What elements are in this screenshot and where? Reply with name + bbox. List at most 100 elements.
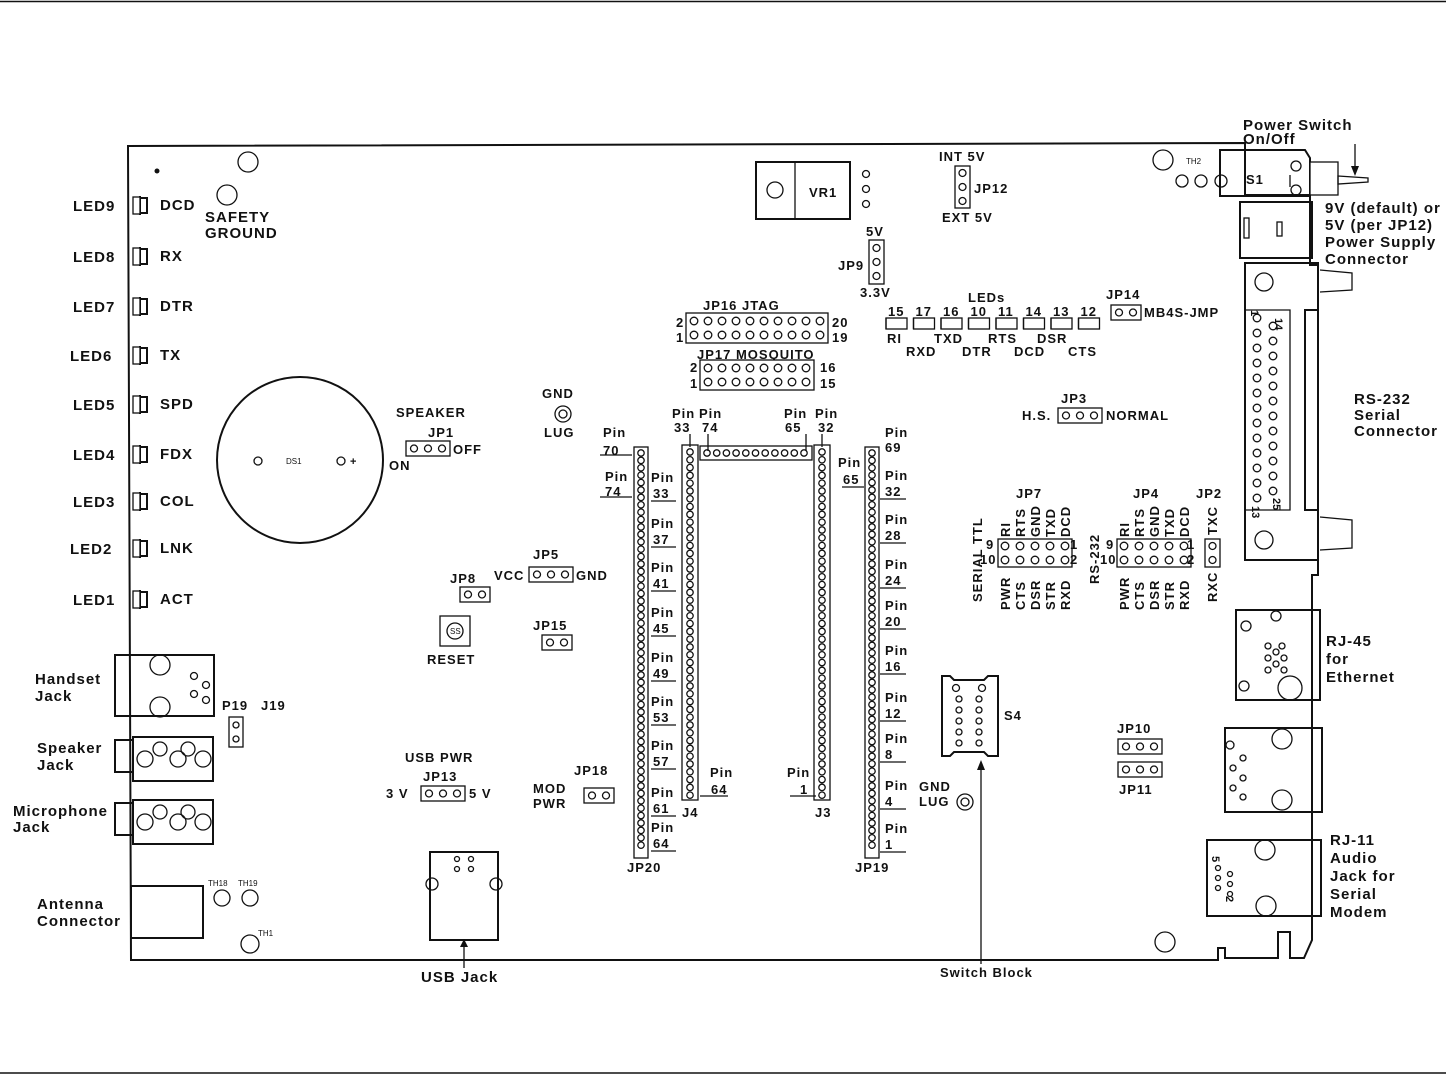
led-signal-label: FDX (160, 446, 193, 463)
signal-label-top: RI (1117, 522, 1132, 537)
header-pin (1164, 541, 1174, 551)
jp7-n10: 10 (980, 552, 996, 567)
jp12-jumper[interactable] (954, 165, 971, 209)
jp11-jumper[interactable] (1117, 761, 1163, 778)
db25-pin (1252, 343, 1262, 353)
antenna-label-1: Antenna (37, 896, 104, 913)
rs232-side-label: RS-232 (1087, 534, 1102, 584)
jp20-pin-number: 57 (653, 754, 669, 769)
header-pin (637, 463, 645, 472)
header-pin (773, 363, 783, 373)
header-pin (686, 557, 694, 566)
header-pin (686, 471, 694, 480)
jp13-jumper[interactable] (420, 785, 466, 802)
p19-label: P19 (222, 698, 248, 713)
header-pin (745, 316, 755, 326)
db25-pin (1252, 448, 1262, 458)
switch-block-s4[interactable] (941, 675, 999, 757)
header-pin (818, 518, 826, 527)
header-pin (637, 611, 645, 620)
jp11-label: JP11 (1119, 782, 1153, 797)
header-pin (1045, 541, 1055, 551)
jp9-jumper[interactable] (868, 239, 885, 285)
pin-label: Pin (651, 650, 674, 665)
header-pin (686, 783, 694, 792)
header-pin (818, 728, 826, 737)
led-number: 15 (888, 304, 904, 319)
led-id-label: LED8 (73, 249, 115, 266)
jp2-txc: TXC (1205, 506, 1220, 535)
reset-button[interactable] (439, 615, 471, 647)
header-pin (686, 689, 694, 698)
jp10-jumper[interactable] (1117, 738, 1163, 755)
jp18-jumper[interactable] (583, 787, 615, 804)
jp3-jumper[interactable] (1057, 407, 1103, 424)
signal-label-top: RI (998, 522, 1013, 537)
header-pin (818, 479, 826, 488)
header-pin (868, 796, 876, 805)
header-pin (703, 363, 713, 373)
header-pin (637, 478, 645, 487)
header-pin (745, 363, 755, 373)
mounting-hole (240, 934, 260, 954)
jp15-jumper[interactable] (541, 634, 573, 651)
power-switch-s1[interactable] (1219, 149, 1369, 197)
usb-pwr-label: USB PWR (405, 750, 473, 765)
header-pin (1045, 555, 1055, 565)
header-pin (637, 471, 645, 480)
header-pin (637, 678, 645, 687)
power-supply-connector (1239, 201, 1313, 259)
jp2-jumper[interactable] (1204, 538, 1221, 568)
header-pin (637, 530, 645, 539)
jp20-pin-number: 45 (653, 621, 669, 636)
header-pin (703, 449, 711, 457)
header-pin (686, 752, 694, 761)
header-pin (686, 494, 694, 503)
jp17-pin1: 1 (690, 376, 698, 391)
header-pin (818, 619, 826, 628)
led-signal-label: ACT (160, 591, 194, 608)
jp20-pin-labels: Pin33Pin37Pin41Pin45Pin49Pin53Pin57Pin61… (600, 454, 676, 852)
gnd-lug-top-label-2: LUG (544, 425, 574, 440)
jp13-label: JP13 (423, 769, 457, 784)
header-pin (818, 526, 826, 534)
header-pin (686, 588, 694, 597)
jp12-label: JP12 (974, 181, 1008, 196)
led-number: 16 (943, 304, 959, 319)
jp5-label: JP5 (533, 547, 559, 562)
header-pin (818, 752, 826, 761)
jp14-jumper[interactable] (1110, 304, 1142, 321)
jp1-jumper[interactable] (405, 440, 451, 457)
gnd-lug-bottom (956, 793, 974, 811)
header-pin (703, 316, 713, 326)
signal-label-bottom: CTS (1013, 581, 1028, 610)
header-pin (637, 523, 645, 531)
header-pin (868, 789, 876, 798)
header-pin (637, 597, 645, 605)
signal-label-top: RTS (1013, 508, 1028, 537)
header-pin (868, 545, 876, 554)
led-icon (132, 445, 141, 464)
header-pin (686, 775, 694, 784)
led-signal-label: COL (160, 493, 195, 510)
th2-label: TH2 (1186, 157, 1202, 166)
header-pin (1149, 555, 1159, 565)
header-pin (1119, 541, 1129, 551)
header-pin (818, 510, 826, 519)
jp8-jumper[interactable] (459, 586, 491, 603)
header-pin (759, 316, 769, 326)
header-pin (818, 635, 826, 644)
header-pin (637, 700, 645, 709)
header-pin (686, 596, 694, 605)
led-icon (132, 247, 141, 266)
header-pin (1015, 555, 1025, 565)
jp5-jumper[interactable] (528, 566, 574, 583)
header-pin (801, 363, 811, 373)
pin-label: Pin (885, 690, 908, 705)
header-pin (868, 774, 876, 783)
header-pin (637, 737, 645, 746)
header-pin (686, 627, 694, 636)
db25-pin (1268, 381, 1278, 391)
